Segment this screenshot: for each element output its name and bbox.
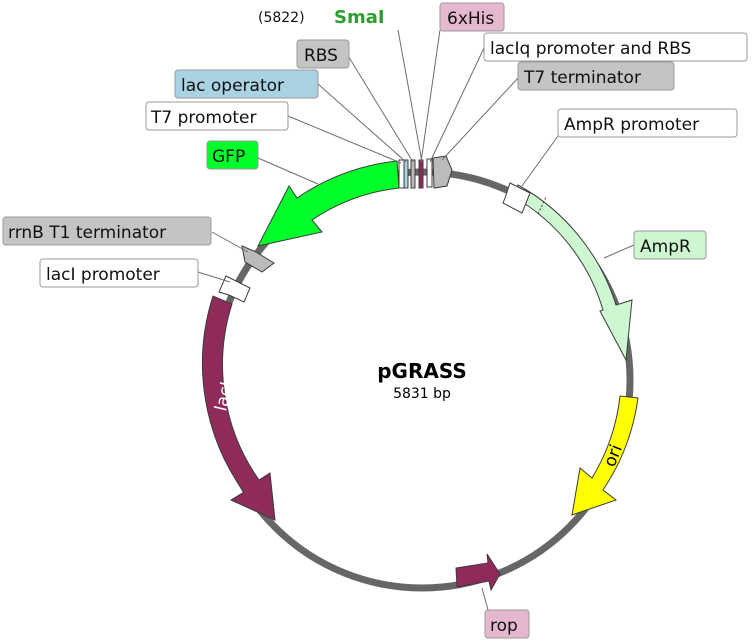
t7-terminator-label: T7 terminator: [523, 68, 641, 88]
gfp-label-box[interactable]: [206, 140, 259, 170]
rbs-feature[interactable]: [410, 159, 416, 189]
rbs-label-box[interactable]: [296, 39, 350, 69]
ampr-promoter-label: AmpR promoter: [564, 115, 699, 135]
laciq-label-box[interactable]: [483, 32, 748, 62]
ampr-promoter-label-box[interactable]: [557, 108, 738, 138]
t7-promoter-feature[interactable]: [398, 159, 405, 189]
laciq-promoter-feature[interactable]: [426, 158, 433, 188]
his-label: 6xHis: [447, 9, 494, 29]
his-label-box[interactable]: [439, 2, 505, 32]
leader-t7-promoter: [287, 115, 402, 164]
ampr-label: AmpR: [640, 237, 691, 257]
lac-operator-feature[interactable]: [403, 159, 409, 189]
laci-feature[interactable]: [201, 295, 276, 521]
rbs-label: RBS: [304, 46, 338, 66]
rrnb-label: rrnB T1 terminator: [8, 223, 166, 243]
lac-operator-label: lac operator: [181, 76, 284, 96]
t7-promoter-label-box[interactable]: [145, 101, 289, 131]
laci-promoter-feature[interactable]: [218, 275, 251, 303]
leader-laciq: [429, 47, 485, 163]
rrnb-terminator-feature[interactable]: [241, 245, 275, 273]
plasmid-size: 5831 bp: [393, 386, 451, 402]
leader-t7-terminator: [441, 77, 519, 161]
laci-promoter-label: lacI promoter: [46, 265, 160, 285]
ampr-label-box[interactable]: [633, 230, 707, 260]
leader-ampr-promoter: [521, 135, 559, 187]
laciq-label: lacIq promoter and RBS: [490, 39, 691, 59]
ampr-promoter-feature[interactable]: [502, 182, 531, 214]
leader-rop: [481, 587, 489, 611]
leader-ampr: [603, 244, 635, 259]
rop-feature[interactable]: [455, 553, 501, 592]
gfp-feature[interactable]: [257, 160, 400, 247]
ampr-feature[interactable]: [513, 184, 633, 362]
smai-site-label[interactable]: SmaI: [334, 7, 385, 28]
leader-his: [420, 29, 441, 163]
ampr-feature-marker: [537, 196, 547, 215]
leader-smai: [397, 29, 423, 163]
his-tag-feature[interactable]: [418, 159, 424, 189]
ori-feature[interactable]: [571, 395, 639, 516]
rrnb-label-box[interactable]: [2, 216, 212, 246]
lac-operator-label-box[interactable]: [174, 69, 319, 99]
laci-promoter-label-box[interactable]: [39, 258, 199, 288]
leader-lac-operator: [317, 83, 407, 163]
t7-promoter-label: T7 promoter: [150, 108, 257, 128]
leader-rbs: [346, 53, 414, 163]
leader-rrnb: [211, 231, 249, 253]
smai-position: (5822): [258, 10, 305, 26]
leader-laci-promoter: [197, 271, 231, 283]
t7-terminator-feature[interactable]: [432, 155, 453, 189]
rop-label-box[interactable]: [484, 609, 530, 639]
rop-label: rop: [490, 616, 518, 636]
plasmid-name: pGRASS: [377, 359, 467, 383]
gfp-label: GFP: [212, 147, 245, 167]
leader-gfp: [257, 157, 319, 185]
t7-terminator-label-box[interactable]: [517, 61, 675, 91]
